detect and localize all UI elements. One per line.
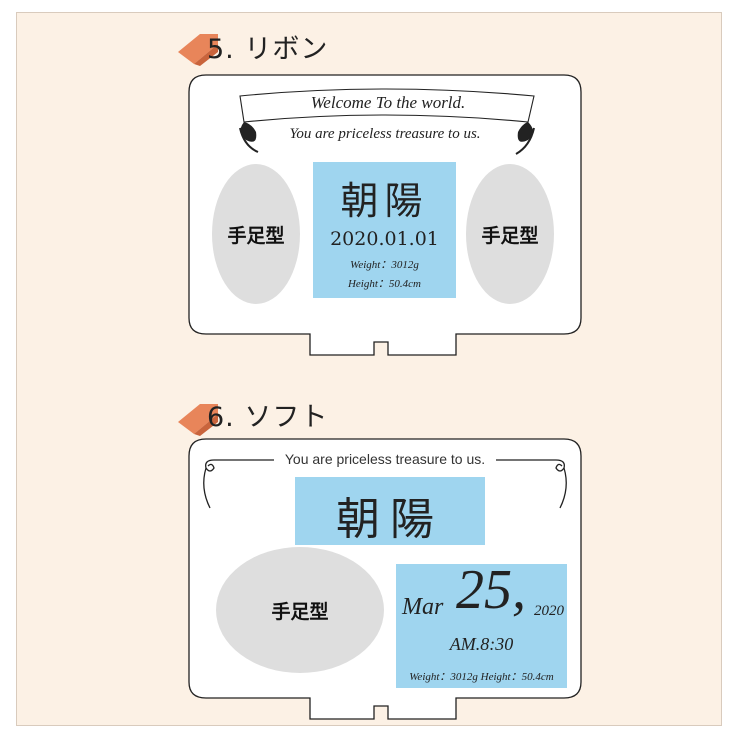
section-heading-soft: 6. ソフト <box>207 402 329 433</box>
soft-baby-name: 朝陽 <box>336 494 444 545</box>
baby-name: 朝陽 <box>340 179 429 223</box>
banner-title: Welcome To the world. <box>310 93 466 112</box>
soft-date-box <box>396 564 567 688</box>
soft-name-box <box>295 477 485 545</box>
soft-top-text: You are priceless treasure to us. <box>284 451 486 467</box>
soft-handprint-oval: 手足型 <box>216 547 384 673</box>
ribbon-tag-icon <box>178 404 218 436</box>
height-text: Height：50.4cm <box>347 278 421 290</box>
ribbon-banner-icon <box>239 88 535 155</box>
banner-subtitle: You are priceless treasure to us. <box>289 126 481 142</box>
handprint-oval-right: 手足型 <box>466 164 554 304</box>
section-heading-ribbon: 5. リボン <box>207 34 329 65</box>
birth-day: 25, <box>456 559 526 621</box>
flourish-left-icon <box>203 459 274 509</box>
weight-text: Weight：3012g <box>350 259 419 271</box>
birth-year: 2020 <box>534 603 564 619</box>
name-box <box>313 162 456 298</box>
birth-month: Mar <box>402 594 444 620</box>
ribbon-tag-icon <box>178 34 218 66</box>
soft-weight-height: Weight：3012g Height：50.4cm <box>409 671 554 683</box>
birth-time: AM.8:30 <box>449 634 514 654</box>
flourish-right-icon <box>496 459 567 509</box>
handprint-oval-left: 手足型 <box>212 164 300 304</box>
birth-date: 2020.01.01 <box>330 228 439 250</box>
